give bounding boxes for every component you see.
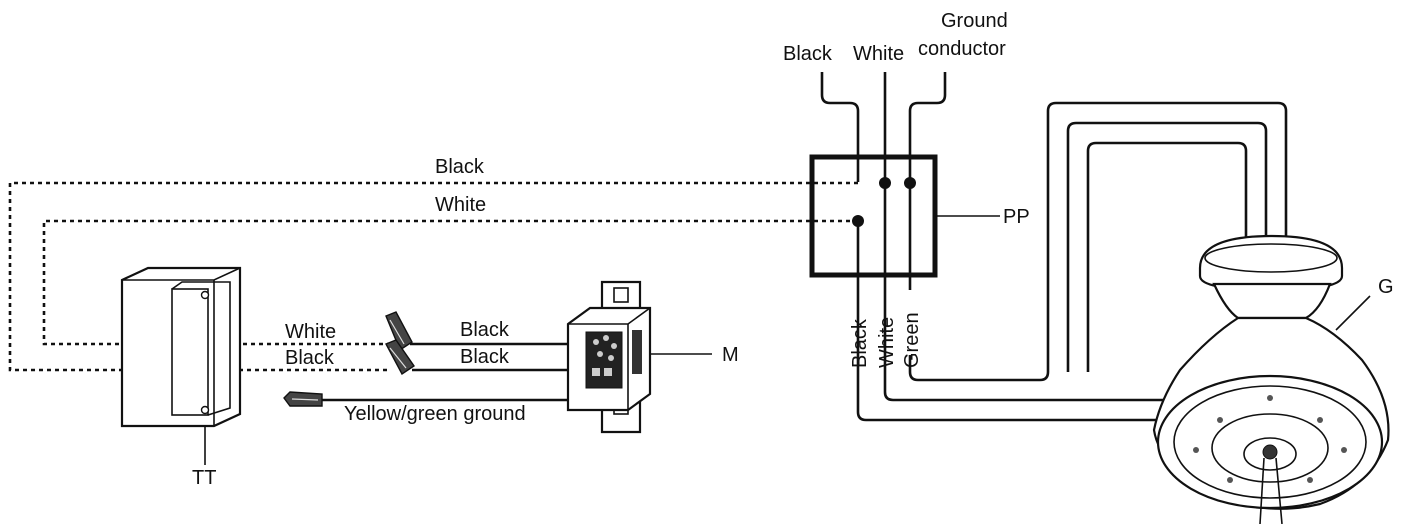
label-top-white: White — [853, 43, 904, 65]
fan-inner-wire — [1086, 141, 1248, 372]
label-wire-black-2: Black — [460, 346, 510, 368]
label-ground-wire: Yellow/green ground — [344, 403, 526, 425]
label-top-black: Black — [783, 43, 833, 65]
label-conn-black: Black — [285, 347, 335, 369]
label-vert-white: White — [876, 317, 898, 368]
control-module-m — [566, 280, 652, 434]
label-g: G — [1378, 276, 1394, 298]
label-wire-black-1: Black — [460, 319, 510, 341]
g-leader-line — [1335, 295, 1371, 331]
fan-black-wire — [856, 101, 1288, 422]
label-pp: PP — [1003, 206, 1030, 228]
supply-ground-wire — [908, 72, 947, 182]
supply-black-wire — [820, 72, 860, 182]
wall-box-tt — [120, 266, 242, 428]
label-ground-line2: conductor — [918, 38, 1006, 60]
label-m: M — [722, 344, 739, 366]
label-dashed-white: White — [435, 194, 486, 216]
junction-box-pp — [809, 154, 938, 278]
label-vert-green: Green — [901, 312, 923, 368]
label-vert-black: Black — [849, 318, 871, 368]
wire-nut-3 — [283, 391, 323, 407]
wire-nut-1 — [385, 311, 413, 352]
ceiling-fan-g — [1152, 234, 1390, 524]
wire-nut-2 — [385, 339, 415, 376]
label-conn-white: White — [285, 321, 336, 343]
dashed-white-wire — [42, 219, 858, 346]
label-tt: TT — [192, 467, 216, 489]
label-dashed-black: Black — [435, 156, 485, 178]
label-ground-line1: Ground — [941, 10, 1008, 32]
